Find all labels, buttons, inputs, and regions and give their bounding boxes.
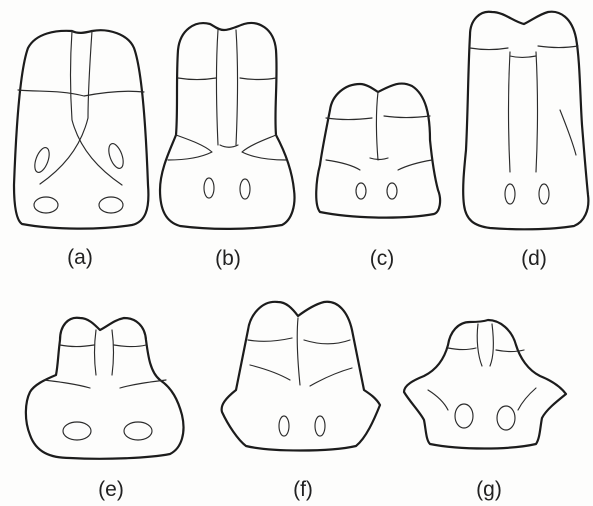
panel-label-f: (f)	[293, 478, 313, 502]
panel-g-segment-right	[496, 350, 524, 352]
panel-e-midline-left	[95, 330, 97, 375]
panel-d-lobe-right	[560, 110, 576, 155]
panel-g-lobe-right	[518, 388, 536, 410]
panel-label-d: (d)	[521, 247, 547, 271]
panel-a-spot-left	[34, 197, 58, 213]
panel-a-eye-left	[32, 146, 52, 175]
panel-d-segment-left	[470, 48, 508, 50]
panel-f-outline	[222, 302, 380, 451]
panel-a-eye-right	[106, 142, 126, 171]
panel-c-segment-right	[384, 116, 430, 118]
panel-c-spot-left	[356, 183, 366, 199]
panel-e-drawing	[26, 318, 184, 459]
panel-e-segment-right	[114, 345, 146, 347]
panel-f-divider-left	[248, 338, 292, 341]
panel-c-midline	[377, 92, 379, 160]
panel-a-outline	[14, 30, 148, 228]
panel-e-outline	[26, 318, 184, 459]
panel-e-ridge-right	[120, 380, 166, 388]
panel-c-spot-right	[387, 183, 397, 199]
panel-label-g: (g)	[476, 478, 502, 502]
panel-c-drawing	[316, 84, 440, 218]
panel-c-segment-left	[326, 118, 372, 120]
panel-g-lobe-left	[428, 390, 448, 410]
panel-d-midline-right	[536, 52, 538, 172]
panel-b-spot-right	[240, 179, 250, 199]
panel-f-spot-right	[315, 416, 325, 436]
panel-g-segment-left	[448, 348, 476, 350]
panel-f-spot-left	[279, 416, 289, 436]
panel-b-drawing	[160, 23, 295, 229]
panel-b-outline	[160, 23, 295, 229]
panel-b-spot-left	[204, 178, 214, 198]
panel-label-e: (e)	[98, 478, 124, 502]
panel-e-segment-left	[60, 345, 94, 347]
panel-b-midline-right	[236, 30, 238, 145]
panel-label-b: (b)	[215, 247, 241, 271]
panel-g-outline	[404, 320, 566, 449]
panel-c-lobe-right	[398, 160, 432, 170]
panel-a-drawing	[14, 30, 148, 228]
panel-f-divider-right	[304, 340, 350, 344]
panel-e-spot-left	[63, 422, 91, 440]
panel-a-spot-right	[99, 197, 123, 213]
panel-d-outline	[463, 12, 588, 230]
panel-d-drawing	[463, 12, 588, 230]
panel-c-lobe-left	[326, 160, 360, 170]
panel-a-midline	[71, 31, 123, 185]
panel-g-midline-left	[477, 324, 482, 366]
panel-d-spot-right	[539, 184, 549, 204]
panel-d-spot-left	[505, 184, 515, 204]
panel-a-segment-line	[18, 90, 144, 96]
panel-b-segment-right	[240, 78, 276, 80]
panel-d-segment-right	[538, 46, 578, 48]
panel-b-lobe-right	[242, 135, 286, 160]
panel-c-outline	[316, 84, 440, 218]
panel-g-midline-right	[490, 324, 493, 366]
panel-g-drawing	[404, 320, 566, 449]
panel-b-segment-left	[178, 78, 216, 80]
panel-e-ridge-left	[44, 380, 90, 388]
panel-f-drawing	[222, 302, 380, 451]
panel-b-midline-left	[217, 30, 219, 145]
panel-g-spot-right	[497, 406, 515, 430]
panel-f-lobe-left	[250, 365, 290, 380]
panel-label-c: (c)	[370, 247, 395, 271]
panel-c-crossbar	[370, 158, 388, 160]
panel-e-midline-right	[112, 330, 114, 375]
panel-f-midline	[297, 318, 300, 385]
panel-f-lobe-right	[310, 368, 352, 386]
panel-label-a: (a)	[67, 246, 93, 270]
panel-b-crossbar	[220, 145, 238, 147]
panel-d-crossbar	[510, 56, 536, 58]
panel-d-midline-left	[509, 52, 511, 172]
panel-g-spot-left	[455, 404, 473, 428]
panel-e-spot-right	[124, 422, 152, 440]
